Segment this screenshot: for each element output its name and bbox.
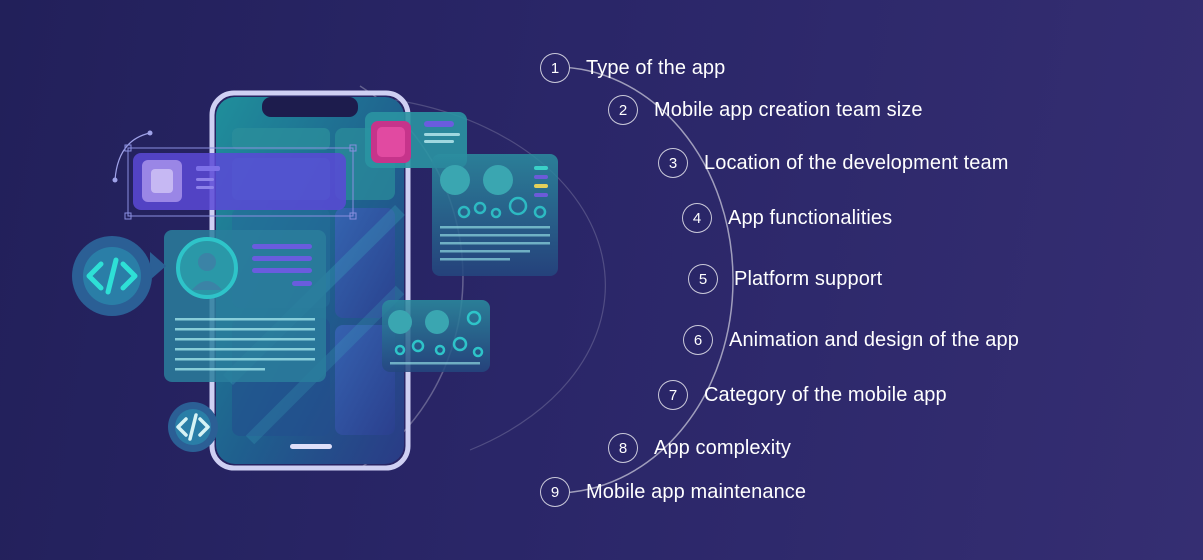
- step-number: 8: [608, 433, 638, 463]
- settings-card: [432, 154, 558, 276]
- factor-label: App complexity: [654, 436, 792, 459]
- list-item: 6 Animation and design of the app: [683, 324, 1019, 356]
- step-number: 1: [540, 53, 570, 83]
- factor-label: Mobile app creation team size: [654, 98, 923, 121]
- factor-label: Location of the development team: [704, 151, 1009, 174]
- factor-label: Category of the mobile app: [704, 383, 947, 406]
- code-icon-small: [168, 402, 218, 452]
- step-number: 7: [658, 380, 688, 410]
- list-item: 1 Type of the app: [540, 52, 725, 84]
- step-number: 2: [608, 95, 638, 125]
- list-item: 4 App functionalities: [682, 202, 892, 234]
- list-item: 9 Mobile app maintenance: [540, 476, 806, 508]
- factor-label: Animation and design of the app: [729, 328, 1019, 351]
- factor-label: Type of the app: [586, 56, 726, 79]
- factor-label: App functionalities: [728, 206, 893, 229]
- list-item: 5 Platform support: [688, 263, 882, 295]
- step-number: 4: [682, 203, 712, 233]
- step-number: 6: [683, 325, 713, 355]
- factor-label: Mobile app maintenance: [586, 480, 807, 503]
- list-item: 8 App complexity: [608, 432, 791, 464]
- step-number: 9: [540, 477, 570, 507]
- list-item: 3 Location of the development team: [658, 147, 1009, 179]
- step-number: 3: [658, 148, 688, 178]
- list-item: 2 Mobile app creation team size: [608, 94, 923, 126]
- gear-icon: [394, 310, 484, 358]
- user-icon: [176, 237, 238, 299]
- code-icon: [72, 236, 166, 316]
- step-number: 5: [688, 264, 718, 294]
- gear-card: [382, 300, 490, 372]
- inner-arc: [394, 99, 606, 451]
- list-item: 7 Category of the mobile app: [658, 379, 947, 411]
- outer-arc-front: [554, 66, 734, 494]
- profile-card: [164, 230, 326, 382]
- selected-widget: [112, 130, 357, 220]
- factor-label: Platform support: [734, 267, 883, 290]
